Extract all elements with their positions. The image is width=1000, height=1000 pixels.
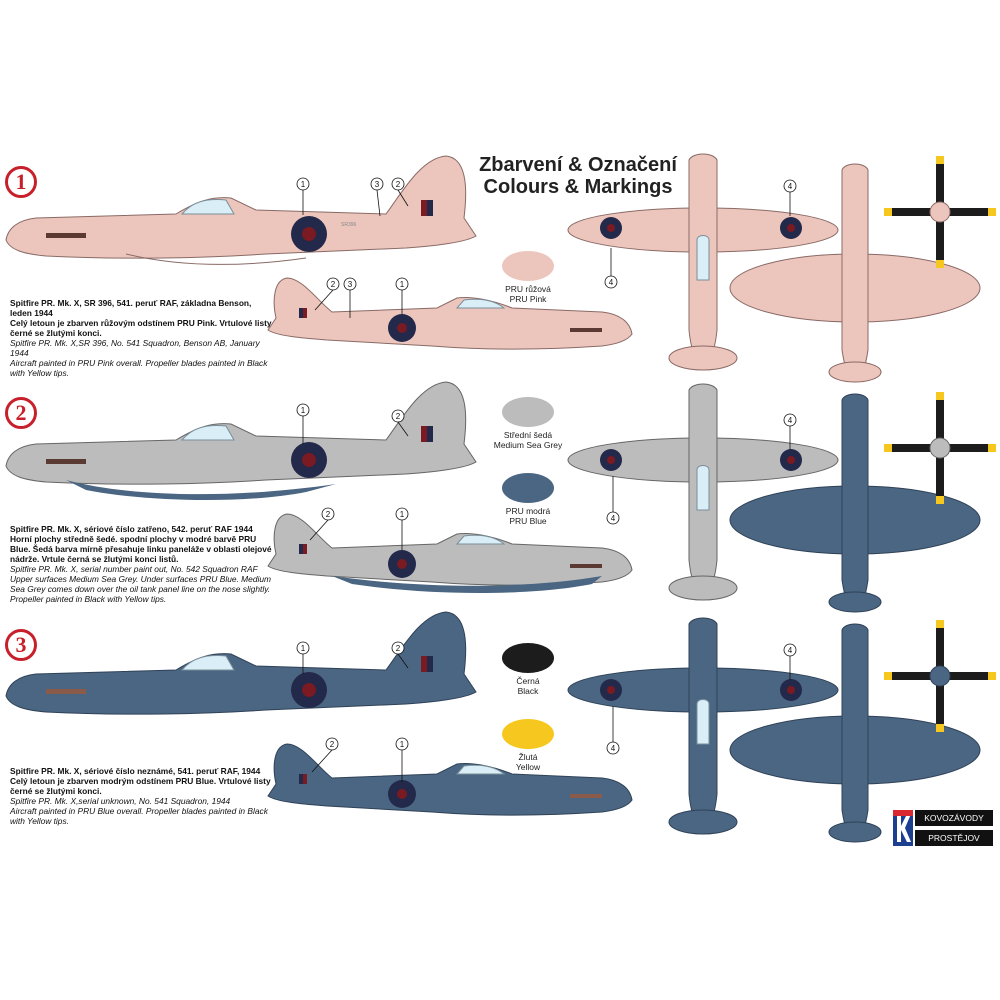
swatch-pru-pink [502, 251, 554, 281]
callout-2-s1b: 2 [314, 277, 340, 311]
svg-text:4: 4 [788, 416, 793, 425]
svg-text:2: 2 [396, 180, 401, 189]
scheme3-right-profile [267, 743, 633, 816]
swatch-label-yellow: Žlutá Yellow [515, 752, 541, 772]
scheme2-top-view [567, 383, 839, 601]
scheme2-czech: Horní plochy středně šedé. spodní plochy… [10, 534, 272, 564]
scheme3-under-view [729, 623, 981, 843]
swatch-label-pink: PRU růžová PRU Pink [505, 284, 551, 304]
scheme1-english-title: Spitfire PR. Mk. X,SR 396, No. 541 Squad… [10, 338, 260, 358]
callout-2-s2a: 2 [391, 409, 409, 437]
scheme3-propeller [884, 620, 996, 732]
svg-text:4: 4 [611, 744, 616, 753]
swatch-label-black: Černá Black [516, 676, 540, 696]
scheme2-propeller [884, 392, 996, 504]
callout-2-s1a: 2 [391, 177, 409, 207]
callout-4-s1-top-r: 4 [783, 179, 797, 216]
swatch-yellow [502, 719, 554, 749]
callout-1-s1b: 1 [395, 277, 409, 314]
callout-1-s3b: 1 [395, 737, 409, 782]
callout-1-s1a: 1 [296, 177, 310, 215]
callout-4-s2-top: 4 [606, 476, 620, 525]
heading-english: Colours & Markings [483, 176, 673, 198]
scheme-number-1: 1 [5, 166, 37, 198]
svg-text:3: 3 [375, 180, 380, 189]
swatch-black [502, 643, 554, 673]
swatch-label-grey: Střední šedá Medium Sea Grey [493, 430, 563, 450]
scheme-number-2: 2 [5, 397, 37, 429]
scheme1-serial: SR396 [341, 222, 357, 228]
swatch-medium-sea-grey [502, 397, 554, 427]
svg-text:1: 1 [400, 510, 405, 519]
scheme2-description: Spitfire PR. Mk. X, sériové číslo zatřen… [10, 524, 272, 604]
callout-3-s1b: 3 [343, 277, 357, 318]
scheme2-left-profile [5, 381, 477, 501]
svg-text:4: 4 [788, 646, 793, 655]
scheme3-english: Aircraft painted in PRU Blue overall. Pr… [10, 806, 268, 826]
scheme3-left-profile [5, 611, 477, 715]
callout-4-s1-top: 4 [604, 248, 618, 289]
scheme1-top-view [567, 153, 839, 371]
svg-text:1: 1 [400, 280, 405, 289]
sheet-heading: Zbarvení & Označení Colours & Markings [478, 154, 678, 198]
scheme1-czech: Celý letoun je zbarven růžovým odstínem … [10, 318, 272, 338]
svg-text:3: 3 [348, 280, 353, 289]
callout-2-s3a: 2 [391, 641, 409, 669]
svg-text:2: 2 [396, 412, 401, 421]
scheme2-title: Spitfire PR. Mk. X, sériové číslo zatřen… [10, 524, 253, 534]
scheme1-left-profile: SR396 [5, 155, 477, 265]
scheme1-propeller [884, 156, 996, 268]
svg-text:2: 2 [330, 740, 335, 749]
svg-text:1: 1 [301, 644, 306, 653]
svg-text:2: 2 [396, 644, 401, 653]
scheme2-right-profile [267, 513, 633, 593]
scheme3-czech: Celý letoun je zbarven modrým odstínem P… [10, 776, 271, 796]
callout-1-s2a: 1 [296, 403, 310, 444]
scheme1-right-profile [267, 277, 633, 350]
svg-text:4: 4 [609, 278, 614, 287]
svg-text:2: 2 [331, 280, 336, 289]
scheme3-description: Spitfire PR. Mk. X, sériové číslo neznám… [10, 766, 272, 826]
svg-text:4: 4 [611, 514, 616, 523]
svg-text:1: 1 [301, 180, 306, 189]
logo-line1: KOVOZÁVODY [915, 810, 993, 826]
heading-czech: Zbarvení & Označení [479, 154, 677, 176]
scheme3-english-title: Spitfire PR. Mk. X,serial unknown, No. 5… [10, 796, 231, 806]
callout-1-s3a: 1 [296, 641, 310, 674]
callout-3-s1a: 3 [370, 177, 384, 217]
scheme3-title: Spitfire PR. Mk. X, sériové číslo neznám… [10, 766, 261, 776]
callout-4-s2-top-r: 4 [783, 413, 797, 450]
scheme2-english-title: Spitfire PR. Mk. X, serial number paint … [10, 564, 258, 574]
scheme1-title: Spitfire PR. Mk. X, SR 396, 541. peruť R… [10, 298, 252, 318]
scheme1-english: Aircraft painted in PRU Pink overall. Pr… [10, 358, 268, 378]
svg-text:4: 4 [788, 182, 793, 191]
callout-4-s3-top: 4 [606, 706, 620, 755]
manufacturer-logo: KOVOZÁVODY PROSTĚJOV [893, 810, 993, 846]
svg-text:1: 1 [400, 740, 405, 749]
callout-4-s3-top-r: 4 [783, 643, 797, 680]
logo-line2: PROSTĚJOV [915, 830, 993, 846]
scheme-number-3: 3 [5, 629, 37, 661]
swatch-pru-blue [502, 473, 554, 503]
svg-text:2: 2 [326, 510, 331, 519]
logo-mark-icon [893, 810, 913, 846]
scheme2-english: Upper surfaces Medium Sea Grey. Under su… [10, 574, 271, 604]
scheme1-under-view [729, 163, 981, 383]
callout-2-s3b: 2 [311, 737, 339, 773]
swatch-label-blue: PRU modrá PRU Blue [505, 506, 551, 526]
callout-2-s2b: 2 [309, 507, 335, 541]
scheme2-under-view [729, 393, 981, 613]
scheme3-top-view [567, 617, 839, 835]
svg-text:1: 1 [301, 406, 306, 415]
scheme1-description: Spitfire PR. Mk. X, SR 396, 541. peruť R… [10, 298, 272, 378]
callout-1-s2b: 1 [395, 507, 409, 550]
